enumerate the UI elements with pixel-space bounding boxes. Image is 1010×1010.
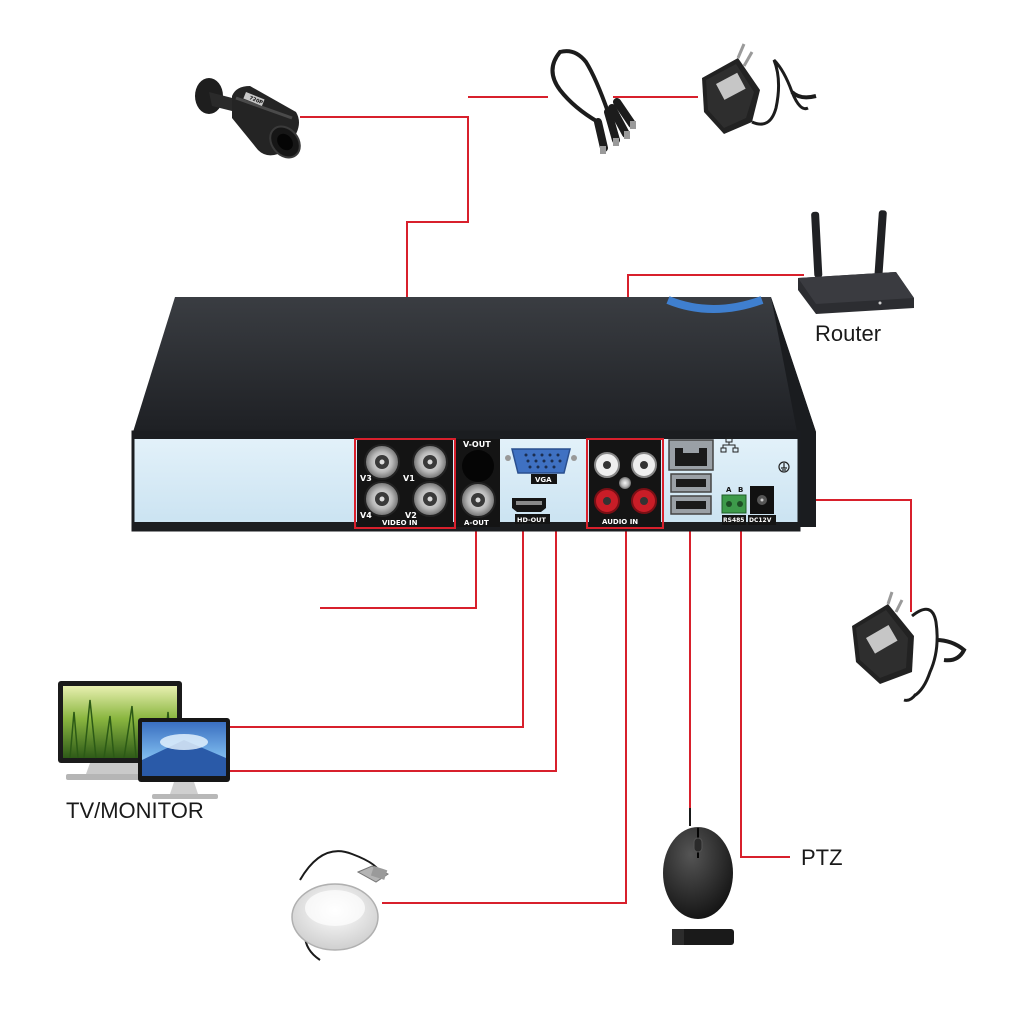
lan-port[interactable] bbox=[668, 439, 714, 471]
audio-in-block: AUDIO IN bbox=[586, 438, 664, 529]
security-camera-icon: 720P bbox=[195, 78, 301, 159]
usb-port-2[interactable] bbox=[670, 495, 712, 515]
dc12v-label: DC12V bbox=[749, 517, 772, 524]
bnc-port-v2[interactable] bbox=[412, 481, 448, 517]
line-hdmi-to-monitor bbox=[228, 528, 524, 728]
power-adapter-icon bbox=[702, 43, 817, 134]
a-out-label: A-OUT bbox=[464, 519, 489, 527]
rs485-terminal[interactable] bbox=[721, 494, 747, 514]
line-vga-to-tv bbox=[222, 463, 557, 772]
bnc-port-v4[interactable] bbox=[364, 481, 400, 517]
a-out-port[interactable] bbox=[460, 482, 496, 518]
network-icon bbox=[720, 437, 739, 453]
audio-in-highlight bbox=[586, 438, 664, 529]
rca-port-red-2[interactable] bbox=[631, 488, 657, 514]
router-icon bbox=[798, 210, 914, 314]
ground-icon bbox=[778, 461, 790, 473]
vga-label: VGA bbox=[535, 476, 552, 484]
dvr-top-cover bbox=[133, 297, 816, 432]
microphone-icon bbox=[291, 850, 389, 961]
v-out-port[interactable] bbox=[462, 450, 494, 482]
v-out-label: V-OUT bbox=[463, 440, 491, 449]
video-in-block: V3 V1 V4 V2 VIDEO IN bbox=[354, 438, 456, 529]
hd-out-label: HD-OUT bbox=[517, 516, 546, 524]
rca-port-white-2[interactable] bbox=[631, 452, 657, 478]
line-audio-to-mic bbox=[382, 526, 627, 904]
mouse-icon bbox=[663, 808, 733, 919]
tv-monitor-label: TV/MONITOR bbox=[66, 798, 204, 823]
port-label-v3: V3 bbox=[360, 474, 372, 483]
rs485-b-label: B bbox=[738, 486, 743, 494]
rca-port-white-1[interactable] bbox=[594, 452, 620, 478]
router-label: Router bbox=[815, 321, 881, 346]
rs485-label: RS485 bbox=[723, 517, 744, 524]
camera-model-tag: 720P bbox=[248, 95, 264, 106]
ptz-label: PTZ bbox=[801, 845, 843, 870]
vga-port[interactable] bbox=[505, 448, 577, 474]
video-in-highlight bbox=[354, 438, 456, 529]
bnc-port-v1[interactable] bbox=[412, 444, 448, 480]
v-out-a-out-block: V-OUT A-OUT bbox=[456, 439, 500, 527]
dc12v-port[interactable] bbox=[750, 486, 774, 514]
video-in-label: VIDEO IN bbox=[382, 519, 418, 527]
hdmi-port[interactable] bbox=[512, 498, 546, 512]
line-rs485-to-ptz bbox=[740, 530, 790, 858]
audio-in-label: AUDIO IN bbox=[602, 518, 638, 526]
power-adapter-icon bbox=[852, 591, 967, 702]
dvr-recorder: V3 V1 V4 V2 VIDEO IN V-OUT A-OUT bbox=[131, 296, 816, 532]
rs485-a-label: A bbox=[726, 486, 732, 494]
bnc-port-v3[interactable] bbox=[364, 444, 400, 480]
line-a-out bbox=[320, 526, 477, 609]
usb-port-1[interactable] bbox=[670, 473, 712, 493]
line-camera-to-video-in bbox=[300, 116, 469, 442]
tv-monitor-icon bbox=[58, 681, 230, 799]
power-splitter-cable-icon bbox=[550, 49, 636, 154]
port-label-v1: V1 bbox=[403, 474, 415, 483]
rca-port-red-1[interactable] bbox=[594, 488, 620, 514]
port-label-v2: V2 bbox=[405, 511, 417, 520]
port-label-v4: V4 bbox=[360, 511, 372, 520]
dvr-label-plate bbox=[666, 296, 764, 313]
usb-drive-icon bbox=[672, 929, 734, 945]
